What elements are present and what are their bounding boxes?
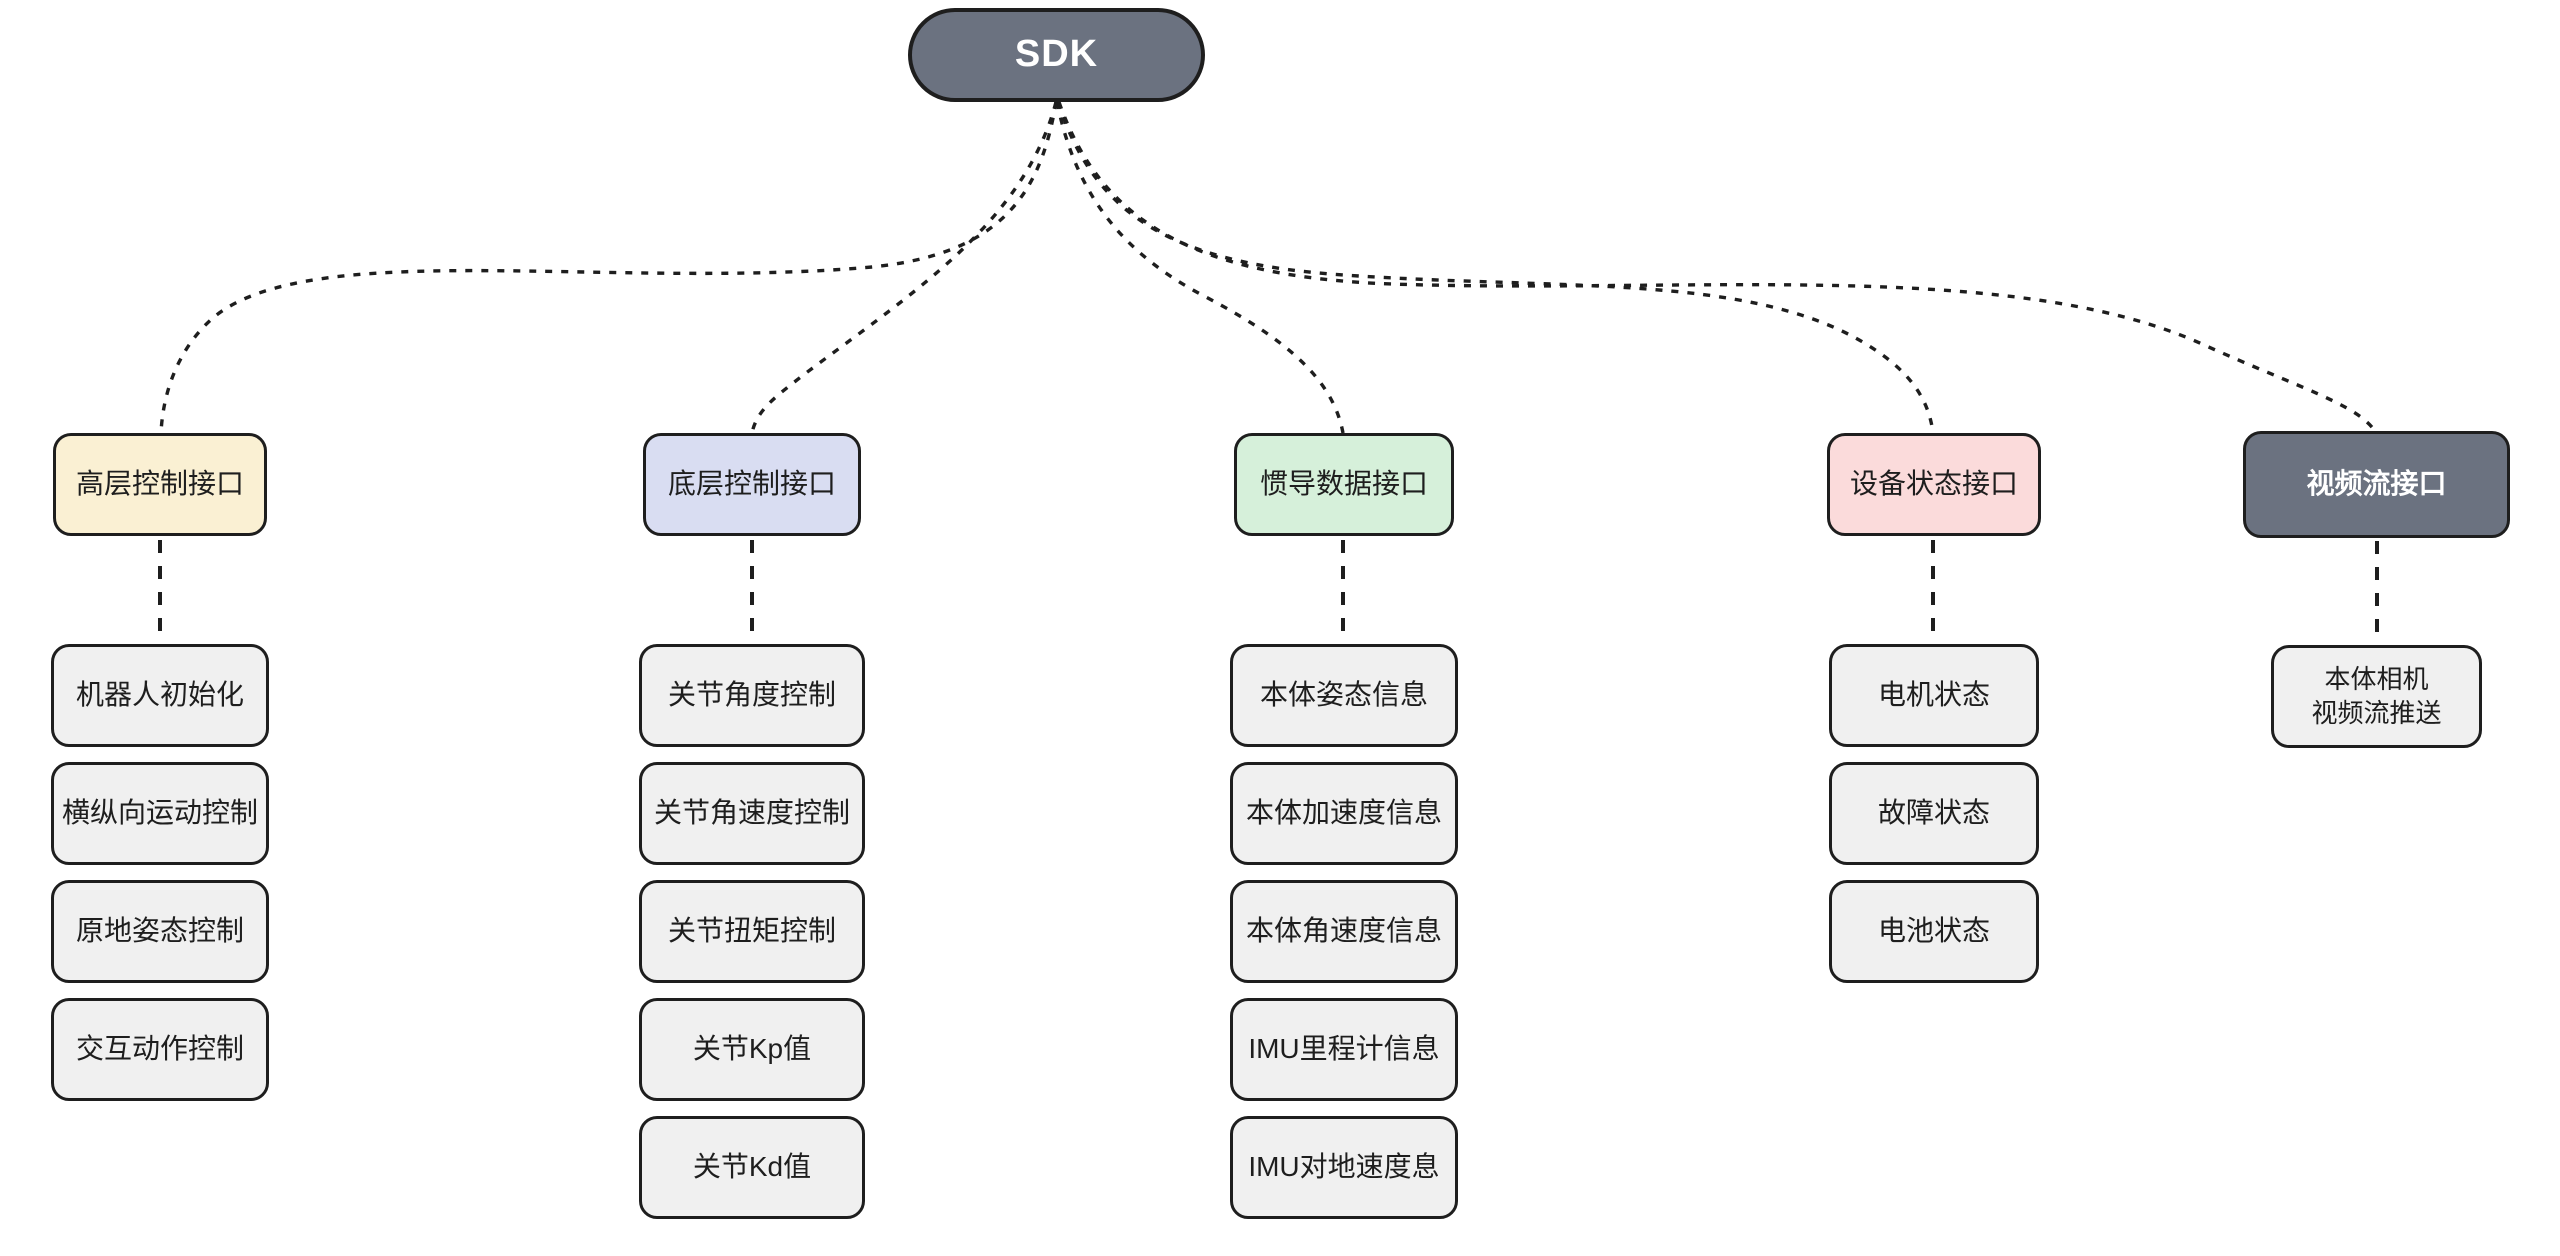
- child-node-body-camera-video-push: 本体相机 视频流推送: [2271, 645, 2482, 748]
- child-node-body-angular-velocity-info: 本体角速度信息: [1230, 880, 1458, 983]
- branch-header-video-stream: 视频流接口: [2243, 431, 2510, 538]
- child-node-imu-ground-speed-info: IMU对地速度息: [1230, 1116, 1458, 1219]
- child-node-imu-odometry-info: IMU里程计信息: [1230, 998, 1458, 1101]
- child-node-robot-init: 机器人初始化: [51, 644, 269, 747]
- connector-sdk-to-device-status: [1056, 101, 1935, 434]
- child-node-body-posture-info: 本体姿态信息: [1230, 644, 1458, 747]
- child-node-joint-torque: 关节扭矩控制: [639, 880, 865, 983]
- child-node-joint-angle: 关节角度控制: [639, 644, 865, 747]
- connector-sdk-to-video-stream: [1057, 101, 2377, 432]
- connector-sdk-to-low-level: [750, 101, 1058, 434]
- child-node-fault-status: 故障状态: [1829, 762, 2039, 865]
- branch-header-device-status: 设备状态接口: [1827, 433, 2041, 536]
- child-node-joint-kd: 关节Kd值: [639, 1116, 865, 1219]
- branch-header-imu-data: 惯导数据接口: [1234, 433, 1454, 536]
- connector-sdk-to-high-level: [159, 101, 1058, 434]
- child-node-interactive-action: 交互动作控制: [51, 998, 269, 1101]
- child-node-lateral-longitudinal-motion: 横纵向运动控制: [51, 762, 269, 865]
- node-sdk: SDK: [908, 8, 1205, 102]
- child-node-battery-status: 电池状态: [1829, 880, 2039, 983]
- child-node-body-acceleration-info: 本体加速度信息: [1230, 762, 1458, 865]
- branch-header-high-level-control: 高层控制接口: [53, 433, 267, 536]
- branch-header-low-level-control: 底层控制接口: [643, 433, 861, 536]
- connector-sdk-to-imu-data: [1055, 101, 1345, 434]
- child-node-joint-angular-velocity: 关节角速度控制: [639, 762, 865, 865]
- child-node-joint-kp: 关节Kp值: [639, 998, 865, 1101]
- child-node-motor-status: 电机状态: [1829, 644, 2039, 747]
- child-node-in-place-posture: 原地姿态控制: [51, 880, 269, 983]
